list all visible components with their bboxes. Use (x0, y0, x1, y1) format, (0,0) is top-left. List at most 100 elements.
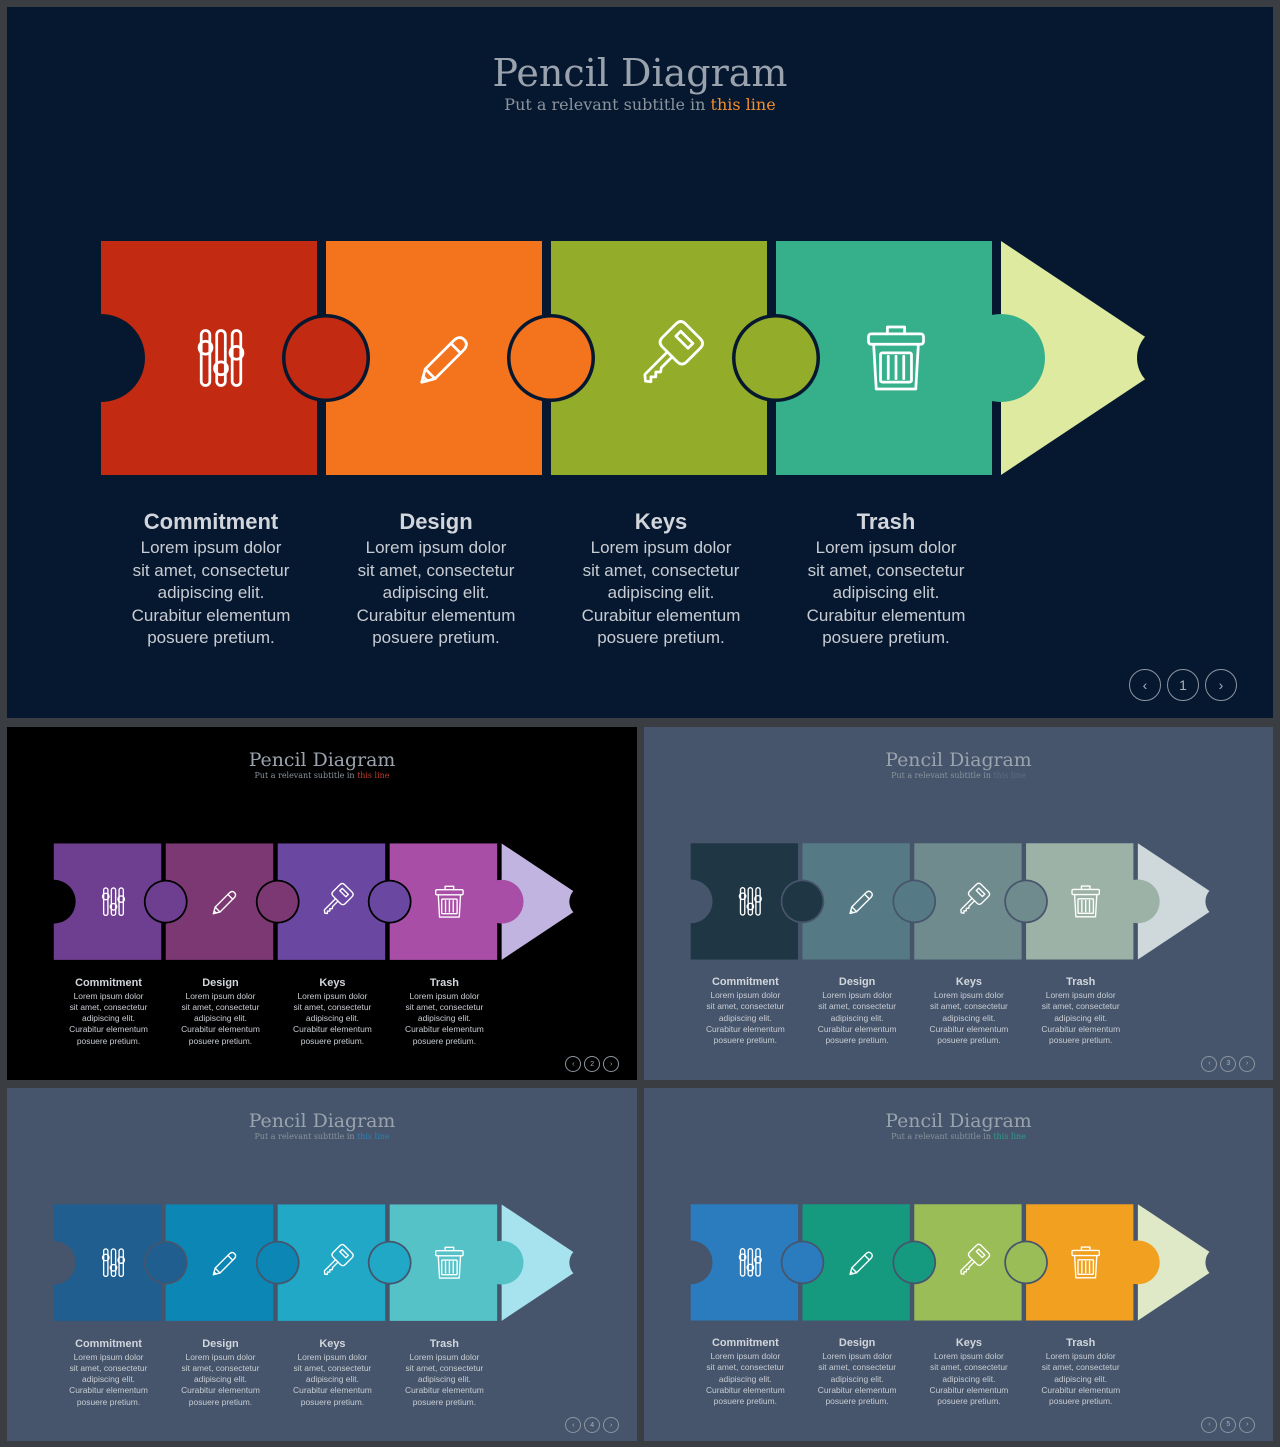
step-description-line: sit amet, consectetur (706, 1001, 785, 1012)
subtitle-link[interactable]: this line (993, 1131, 1026, 1141)
page-number[interactable]: 4 (584, 1417, 601, 1434)
trash-icon (435, 885, 464, 918)
step-heading: Keys (955, 1337, 982, 1350)
page-number[interactable]: 3 (1220, 1055, 1237, 1072)
pencil-icon (849, 890, 873, 915)
step-heading: Keys (955, 976, 982, 989)
step-heading: Keys (319, 976, 346, 989)
sliders-icon (101, 887, 126, 917)
step-heading: Keys (319, 1337, 346, 1350)
sliders-icon (738, 1248, 762, 1277)
step-description-line: Lorem ipsum dolor (73, 990, 144, 1001)
subtitle-text: Put a relevant subtitle in (254, 1131, 358, 1141)
step-description-line: Curabitur elementum (69, 1385, 148, 1396)
pencil-diagram (668, 843, 1238, 960)
subtitle-link[interactable]: this line (710, 95, 776, 114)
step-description-line: posuere pretium. (597, 628, 725, 647)
prev-arrow-icon[interactable]: ‹ (565, 1417, 582, 1434)
step-description-line: Curabitur elementum (929, 1384, 1009, 1395)
key-icon (323, 882, 354, 915)
puzzle-knob (782, 1242, 823, 1283)
step-heading: Keys (634, 509, 688, 534)
page-number[interactable]: 2 (584, 1056, 601, 1073)
step-description-line: sit amet, consectetur (181, 1001, 260, 1012)
next-arrow-icon[interactable]: › (1239, 1055, 1256, 1072)
step-description-line: sit amet, consectetur (818, 1362, 897, 1373)
page-number[interactable]: 5 (1220, 1416, 1237, 1433)
step-description-line: posuere pretium. (937, 1035, 1001, 1045)
subtitle-text: Put a relevant subtitle in (254, 770, 358, 780)
page-number[interactable]: 1 (1167, 669, 1199, 701)
subtitle-link[interactable]: this line (357, 770, 390, 780)
prev-arrow-icon[interactable]: ‹ (1201, 1055, 1218, 1072)
step-description-line: Lorem ipsum dolor (822, 1351, 893, 1362)
step-description-line: posuere pretium. (76, 1396, 141, 1407)
page-subtitle: Put a relevant subtitle in this line (7, 1132, 637, 1141)
next-arrow-icon[interactable]: › (1239, 1416, 1256, 1433)
pencil-icon (849, 1251, 873, 1276)
next-arrow-icon[interactable]: › (603, 1056, 620, 1073)
prev-arrow-icon[interactable]: ‹ (1201, 1416, 1218, 1433)
slide-navigation: ‹3› (1201, 1055, 1256, 1072)
puzzle-knob (285, 317, 367, 399)
step-heading: Design (202, 1337, 239, 1350)
step-description-line: Lorem ipsum dolor (815, 538, 957, 557)
step-description-line: sit amet, consectetur (818, 1001, 897, 1012)
pencil-diagram (31, 1204, 602, 1321)
step-description-line: adipiscing elit. (305, 1013, 359, 1024)
step-description-line: Lorem ipsum dolor (140, 538, 282, 557)
step-description-line: adipiscing elit. (1054, 1012, 1108, 1023)
prev-arrow-icon[interactable]: ‹ (1129, 669, 1161, 701)
step-description-line: Curabitur elementum (581, 605, 741, 625)
subtitle-link[interactable]: this line (993, 770, 1026, 780)
step-heading: Commitment (75, 1337, 142, 1350)
pencil-icon (212, 890, 237, 915)
pencil-diagram (31, 843, 602, 960)
page-subtitle: Put a relevant subtitle in this line (644, 1132, 1273, 1141)
step-description-line: posuere pretium. (713, 1396, 778, 1406)
step-description-line: sit amet, consectetur (181, 1362, 260, 1373)
step-description-line: sit amet, consectetur (69, 1001, 148, 1012)
step-description-line: Lorem ipsum dolor (1045, 1351, 1116, 1362)
step-description-line: Curabitur elementum (817, 1023, 897, 1034)
step-description-line: sit amet, consectetur (929, 1001, 1008, 1012)
step-description-line: Lorem ipsum dolor (185, 990, 256, 1001)
step-heading: Design (838, 976, 876, 989)
step-description-line: sit amet, consectetur (405, 1001, 484, 1012)
page-title: Pencil Diagram (885, 1109, 1032, 1132)
subtitle-text: Put a relevant subtitle in (504, 95, 711, 114)
step-description-line: adipiscing elit. (193, 1374, 247, 1385)
step-description-line: Curabitur elementum (293, 1385, 372, 1396)
step-description-line: sit amet, consectetur (357, 560, 515, 580)
pencil-lead (1205, 885, 1238, 918)
puzzle-knob (1005, 1242, 1047, 1283)
step-description-line: Lorem ipsum dolor (822, 990, 893, 1001)
subtitle-link[interactable]: this line (357, 1131, 390, 1141)
step-description-line: Lorem ipsum dolor (1045, 990, 1116, 1001)
step-description-line: sit amet, consectetur (807, 560, 965, 580)
puzzle-knob (145, 881, 186, 922)
next-arrow-icon[interactable]: › (603, 1417, 620, 1434)
pencil-tip (501, 843, 590, 960)
step-heading: Trash (1066, 976, 1096, 989)
step-description-line: adipiscing elit. (832, 583, 940, 602)
step-description-line: Curabitur elementum (405, 1385, 484, 1396)
prev-arrow-icon[interactable]: ‹ (565, 1056, 582, 1073)
step-description-line: adipiscing elit. (305, 1374, 359, 1385)
step-description-line: Lorem ipsum dolor (297, 990, 368, 1001)
step-heading: Commitment (143, 509, 279, 534)
step-description-line: posuere pretium. (937, 1396, 1001, 1406)
next-arrow-icon[interactable]: › (1205, 669, 1237, 701)
pencil-diagram (57, 241, 1201, 475)
